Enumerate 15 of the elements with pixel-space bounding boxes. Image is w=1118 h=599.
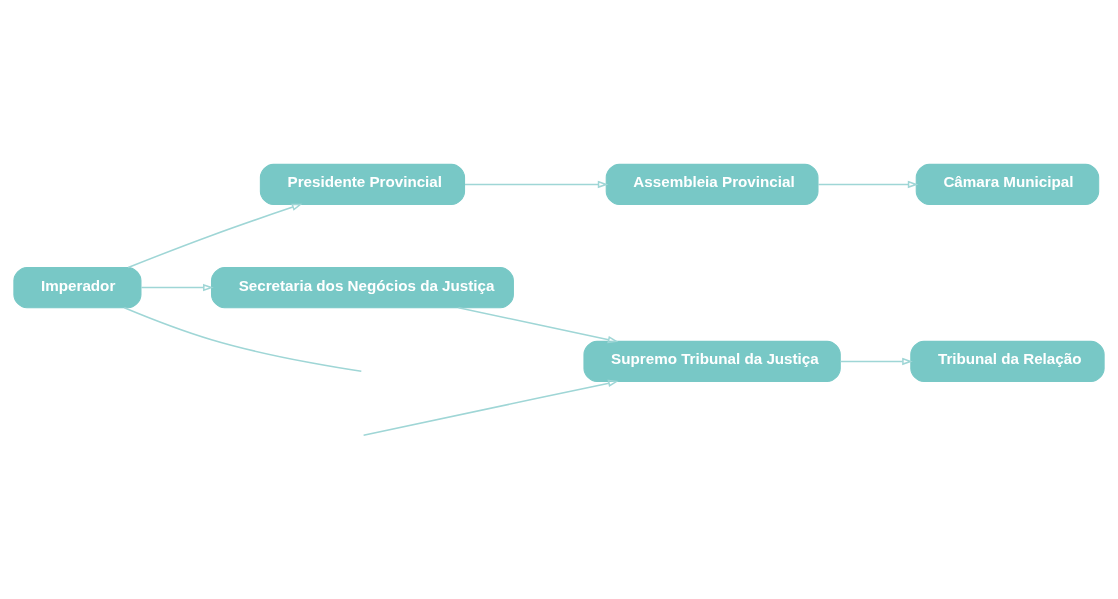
arrow xyxy=(464,180,609,188)
node-box: Assembleia Provincial xyxy=(605,163,819,205)
node-box: Tribunal da Relação xyxy=(910,340,1105,382)
node-box: Secretaria dos Negócios da Justiça xyxy=(210,266,514,308)
arrow xyxy=(457,306,619,343)
connector xyxy=(123,306,363,372)
arrow xyxy=(839,357,913,365)
arrow xyxy=(140,283,214,291)
node-box: Imperador xyxy=(13,266,142,308)
arrow xyxy=(127,203,303,268)
node-box: Câmara Municipal xyxy=(915,163,1100,205)
node-box: Supremo Tribunal da Justiça xyxy=(583,340,841,382)
node-box: Presidente Provincial xyxy=(259,163,466,205)
arrow xyxy=(362,379,619,436)
arrow xyxy=(817,180,919,188)
